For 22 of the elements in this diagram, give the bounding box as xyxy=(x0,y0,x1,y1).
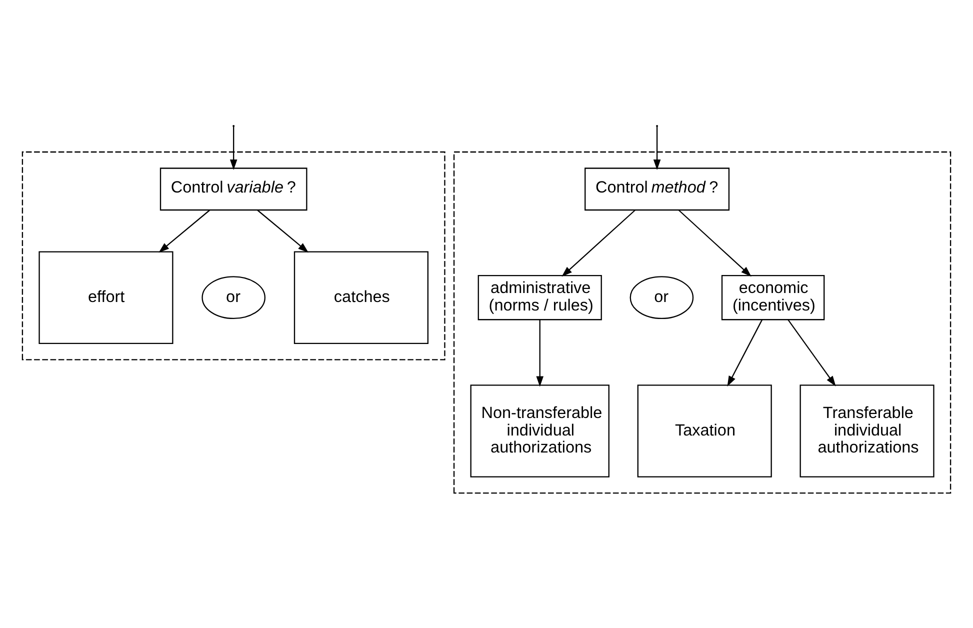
arrow xyxy=(257,210,308,253)
arrow xyxy=(653,126,661,170)
arrow xyxy=(788,319,836,386)
node-box: Taxation xyxy=(637,384,772,478)
arrow xyxy=(230,126,238,170)
arrow xyxy=(727,320,763,386)
cluster xyxy=(22,151,446,360)
arrow xyxy=(678,210,752,277)
arrow xyxy=(562,210,636,277)
node-box: Transferable individual authorizations xyxy=(800,384,934,478)
arrow xyxy=(158,210,210,253)
node-box: Control method ? xyxy=(584,168,730,211)
node-box: effort xyxy=(38,251,174,344)
node-box: administrative (norms / rules) xyxy=(478,274,602,320)
node-box: Non-transferable individual authorizations xyxy=(470,384,610,478)
node-ellipse: or xyxy=(202,276,266,320)
node-box: catches xyxy=(294,251,428,344)
arrow xyxy=(536,320,544,387)
node-box: Control variable ? xyxy=(160,168,308,211)
node-ellipse: or xyxy=(630,276,694,320)
node-box: economic (incentives) xyxy=(721,274,825,320)
cluster xyxy=(453,151,952,494)
